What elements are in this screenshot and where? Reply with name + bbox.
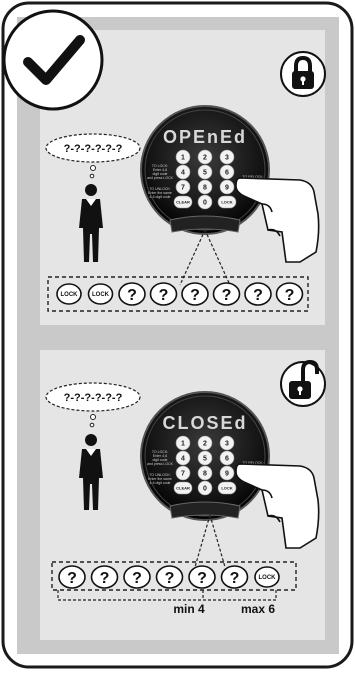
keypad-key-label: 5: [203, 170, 207, 177]
keypad-key-clear[interactable]: CLEAR: [174, 196, 192, 208]
keypad-key-4[interactable]: 4: [176, 165, 190, 179]
sequence-key-lock: LOCK: [255, 567, 279, 587]
keypad-key-7[interactable]: 7: [176, 180, 190, 194]
sequence-key-digit: ?: [214, 283, 240, 305]
keypad-key-1[interactable]: 1: [176, 150, 190, 164]
keypad-key-2[interactable]: 2: [198, 436, 212, 450]
keypad-key-2[interactable]: 2: [198, 150, 212, 164]
keypad-key-0[interactable]: 0: [198, 481, 212, 495]
keypad-key-8[interactable]: 8: [198, 466, 212, 480]
keypad-key-label: 2: [203, 441, 207, 448]
keypad-key-3[interactable]: 3: [220, 436, 234, 450]
keypad-key-9[interactable]: 9: [220, 466, 234, 480]
sequence-key-digit: ?: [92, 566, 118, 588]
keypad-key-label: 6: [225, 456, 229, 463]
keypad-key-label: 0: [203, 200, 207, 207]
sequence-key-digit: ?: [59, 566, 85, 588]
sequence-key-label: ?: [190, 287, 200, 304]
thought-code: ?-?-?-?-?-?: [64, 392, 123, 404]
keypad-key-label: 6: [225, 170, 229, 177]
keypad-key-label: 1: [181, 155, 185, 162]
sequence-key-label: LOCK: [259, 575, 277, 581]
keypad-key-clear[interactable]: CLEAR: [174, 482, 192, 494]
sequence-key-lock: LOCK: [89, 284, 113, 304]
sequence-key-label: ?: [67, 570, 77, 587]
keypad-key-lock[interactable]: LOCK: [218, 482, 236, 494]
keypad-key-label: LOCK: [221, 486, 232, 491]
keypad-key-label: 4: [181, 170, 185, 177]
keypad-key-lock[interactable]: LOCK: [218, 196, 236, 208]
sequence-key-label: ?: [159, 287, 169, 304]
keypad-key-5[interactable]: 5: [198, 165, 212, 179]
lock-open-badge: [281, 362, 325, 406]
sequence-key-digit: ?: [222, 566, 248, 588]
keypad-key-9[interactable]: 9: [220, 180, 234, 194]
keypad-key-0[interactable]: 0: [198, 195, 212, 209]
sequence-key-digit: ?: [119, 283, 145, 305]
keypad-key-8[interactable]: 8: [198, 180, 212, 194]
keypad-key-label: 3: [225, 155, 229, 162]
keypad-key-3[interactable]: 3: [220, 150, 234, 164]
keypad-key-label: 7: [181, 185, 185, 192]
sequence-key-label: ?: [132, 570, 142, 587]
keypad-key-label: 0: [203, 486, 207, 493]
keypad-key-label: LOCK: [221, 200, 232, 205]
keypad-key-label: CLEAR: [176, 200, 190, 205]
sequence-key-digit: ?: [124, 566, 150, 588]
keypad-key-label: 1: [181, 441, 185, 448]
keypad-key-4[interactable]: 4: [176, 451, 190, 465]
lock-closed-badge: [281, 52, 325, 96]
sequence-key-digit: ?: [157, 566, 183, 588]
keypad-display: OPEnEd: [163, 127, 247, 147]
sequence-key-label: LOCK: [61, 292, 79, 298]
sequence-key-digit: ?: [151, 283, 177, 305]
keypad-key-label: 9: [225, 471, 229, 478]
sequence-key-label: ?: [285, 287, 295, 304]
sequence-key-digit: ?: [245, 283, 271, 305]
sequence-key-label: ?: [100, 570, 110, 587]
keypad-key-label: 7: [181, 471, 185, 478]
keypad-key-label: CLEAR: [176, 486, 190, 491]
keypad-key-label: 8: [203, 185, 207, 192]
min-digits-label: min 4: [173, 602, 205, 616]
sequence-key-digit: ?: [189, 566, 215, 588]
sequence-key-label: ?: [127, 287, 137, 304]
keypad-key-5[interactable]: 5: [198, 451, 212, 465]
keypad-key-6[interactable]: 6: [220, 451, 234, 465]
thought-code: ?-?-?-?-?-?: [64, 143, 123, 155]
sequence-key-digit: ?: [182, 283, 208, 305]
sequence-key-label: ?: [197, 570, 207, 587]
keypad-key-7[interactable]: 7: [176, 466, 190, 480]
keypad-key-label: 3: [225, 441, 229, 448]
keypad-key-6[interactable]: 6: [220, 165, 234, 179]
sequence-key-label: LOCK: [92, 292, 110, 298]
sequence-key-label: ?: [253, 287, 263, 304]
sequence-key-digit: ?: [277, 283, 303, 305]
sequence-key-lock: LOCK: [57, 284, 81, 304]
keypad-key-label: 5: [203, 456, 207, 463]
sequence-key-label: ?: [230, 570, 240, 587]
keypad-display: CLOSEd: [162, 413, 247, 433]
max-digits-label: max 6: [241, 602, 275, 616]
sequence-key-label: ?: [222, 287, 232, 304]
keypad-key-label: 8: [203, 471, 207, 478]
keypad-key-1[interactable]: 1: [176, 436, 190, 450]
keypad-key-label: 2: [203, 155, 207, 162]
checkmark-badge: [4, 11, 102, 109]
keypad-key-label: 9: [225, 185, 229, 192]
sequence-key-label: ?: [165, 570, 175, 587]
keypad-key-label: 4: [181, 456, 185, 463]
